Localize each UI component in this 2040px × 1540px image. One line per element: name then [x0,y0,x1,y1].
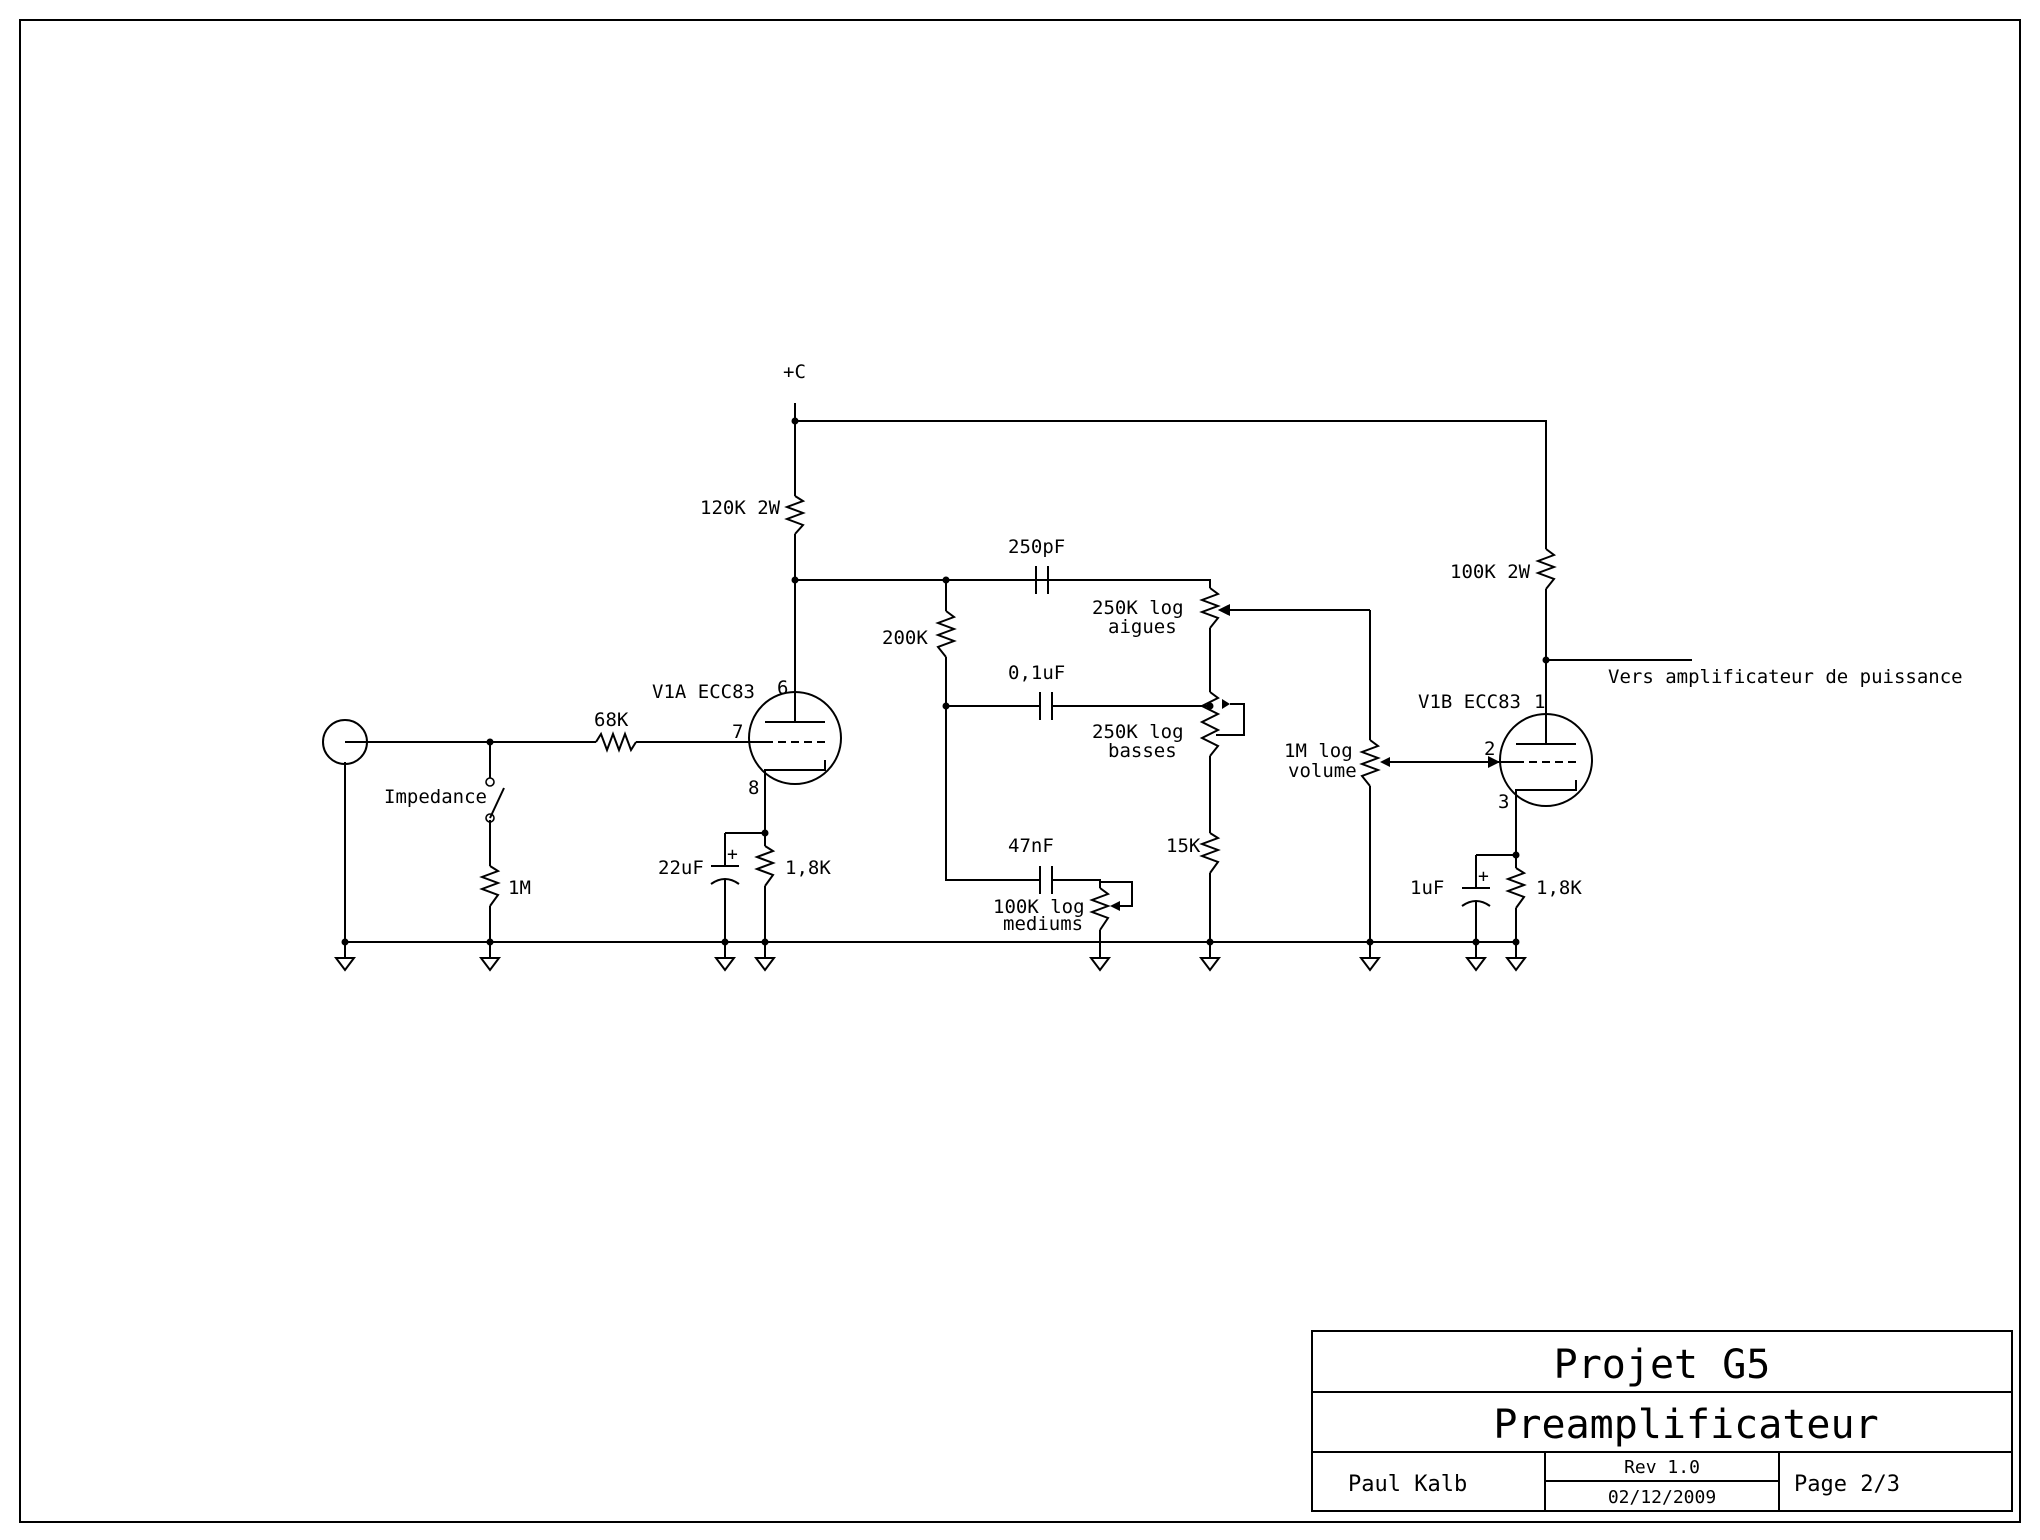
ground-icon [479,957,501,972]
tube-v1a [738,691,842,785]
label-c-cathode-b: 1uF [1410,877,1444,899]
label-c-cathode-a: 22uF [658,857,704,879]
pot-treble [1199,587,1221,629]
pot-bass [1199,691,1221,757]
label-c-bass: 0,1uF [1008,662,1065,684]
resistor-1m [479,865,501,907]
pot-mid [1089,887,1111,931]
label-tube-a-pin-plate: 6 [777,677,788,699]
label-pot-mid-2: mediums [1003,913,1083,935]
label-tube-a-pin-grid: 7 [732,721,743,743]
resistor-100k [1535,548,1557,590]
input-jack [322,719,368,765]
label-r-input: 1M [508,877,531,899]
output-label: Vers amplificateur de puissance [1608,666,1963,688]
ground-icon [1089,957,1111,972]
label-c-mid: 47nF [1008,835,1054,857]
label-pot-volume-2: volume [1288,760,1357,782]
ground-icon [334,957,356,972]
label-tube-b: V1B ECC83 [1418,691,1521,713]
label-pot-mid-1: 100K log [993,896,1085,918]
ground-icon [754,957,776,972]
label-r-slope: 200K [882,627,928,649]
label-pot-treble-2: aigues [1108,616,1177,638]
ground-symbols [334,957,1527,972]
title-block: Projet G5 Preamplificateur Paul Kalb Rev… [1311,1330,2013,1512]
label-tube-b-pin-plate: 1 [1534,691,1545,713]
sheet-border [19,19,2021,1523]
sheet-title: Preamplificateur [1493,1402,1878,1448]
resistors [479,495,1557,909]
label-pot-treble-1: 250K log [1092,597,1184,619]
resistor-1-8k-a [754,845,776,887]
label-tube-b-pin-grid: 2 [1484,738,1495,760]
revision: Rev 1.0 [1624,1457,1700,1478]
date: 02/12/2009 [1608,1487,1716,1508]
ground-icon [1359,957,1381,972]
wiper-arrows [1218,604,1500,768]
ground-icon [1505,957,1527,972]
page-number: Page 2/3 [1794,1472,1900,1497]
project-title: Projet G5 [1554,1342,1771,1388]
ground-icon [1199,957,1221,972]
resistor-200k [935,610,957,658]
junction-dots [341,417,1550,946]
wires [344,403,1692,958]
resistor-1-8k-b [1505,867,1527,909]
supply-label: +C [783,361,806,383]
label-pot-bass-2: basses [1108,740,1177,762]
pot-volume [1359,739,1381,787]
label-r-plate-b: 100K 2W [1450,561,1531,583]
plus-sign-a: + [727,844,738,865]
label-r-cathode-a: 1,8K [785,857,831,879]
label-tube-a: V1A ECC83 [652,681,755,703]
author: Paul Kalb [1348,1472,1467,1497]
label-pot-bass-1: 250K log [1092,721,1184,743]
impedance-switch [485,777,505,823]
label-switch: Impedance [384,786,487,808]
label-r-cathode-b: 1,8K [1536,877,1582,899]
label-tube-b-pin-cathode: 3 [1498,791,1509,813]
resistor-68k [595,731,637,753]
plus-sign-b: + [1478,866,1489,887]
ground-icon [1465,957,1487,972]
label-pot-volume-1: 1M log [1284,740,1353,762]
label-tube-a-pin-cathode: 8 [748,777,759,799]
label-r-plate-a: 120K 2W [700,497,781,519]
tube-v1b [1499,698,1593,807]
ground-icon [714,957,736,972]
labels: +C 120K 2W 100K 2W 250pF 200K 0,1uF 47nF… [384,361,1963,935]
label-r-grid: 68K [594,709,629,731]
capacitors [710,566,1491,907]
label-r-tone: 15K [1166,835,1201,857]
label-c-treble: 250pF [1008,536,1065,558]
resistor-120k [784,495,806,535]
resistor-15k [1199,832,1221,874]
